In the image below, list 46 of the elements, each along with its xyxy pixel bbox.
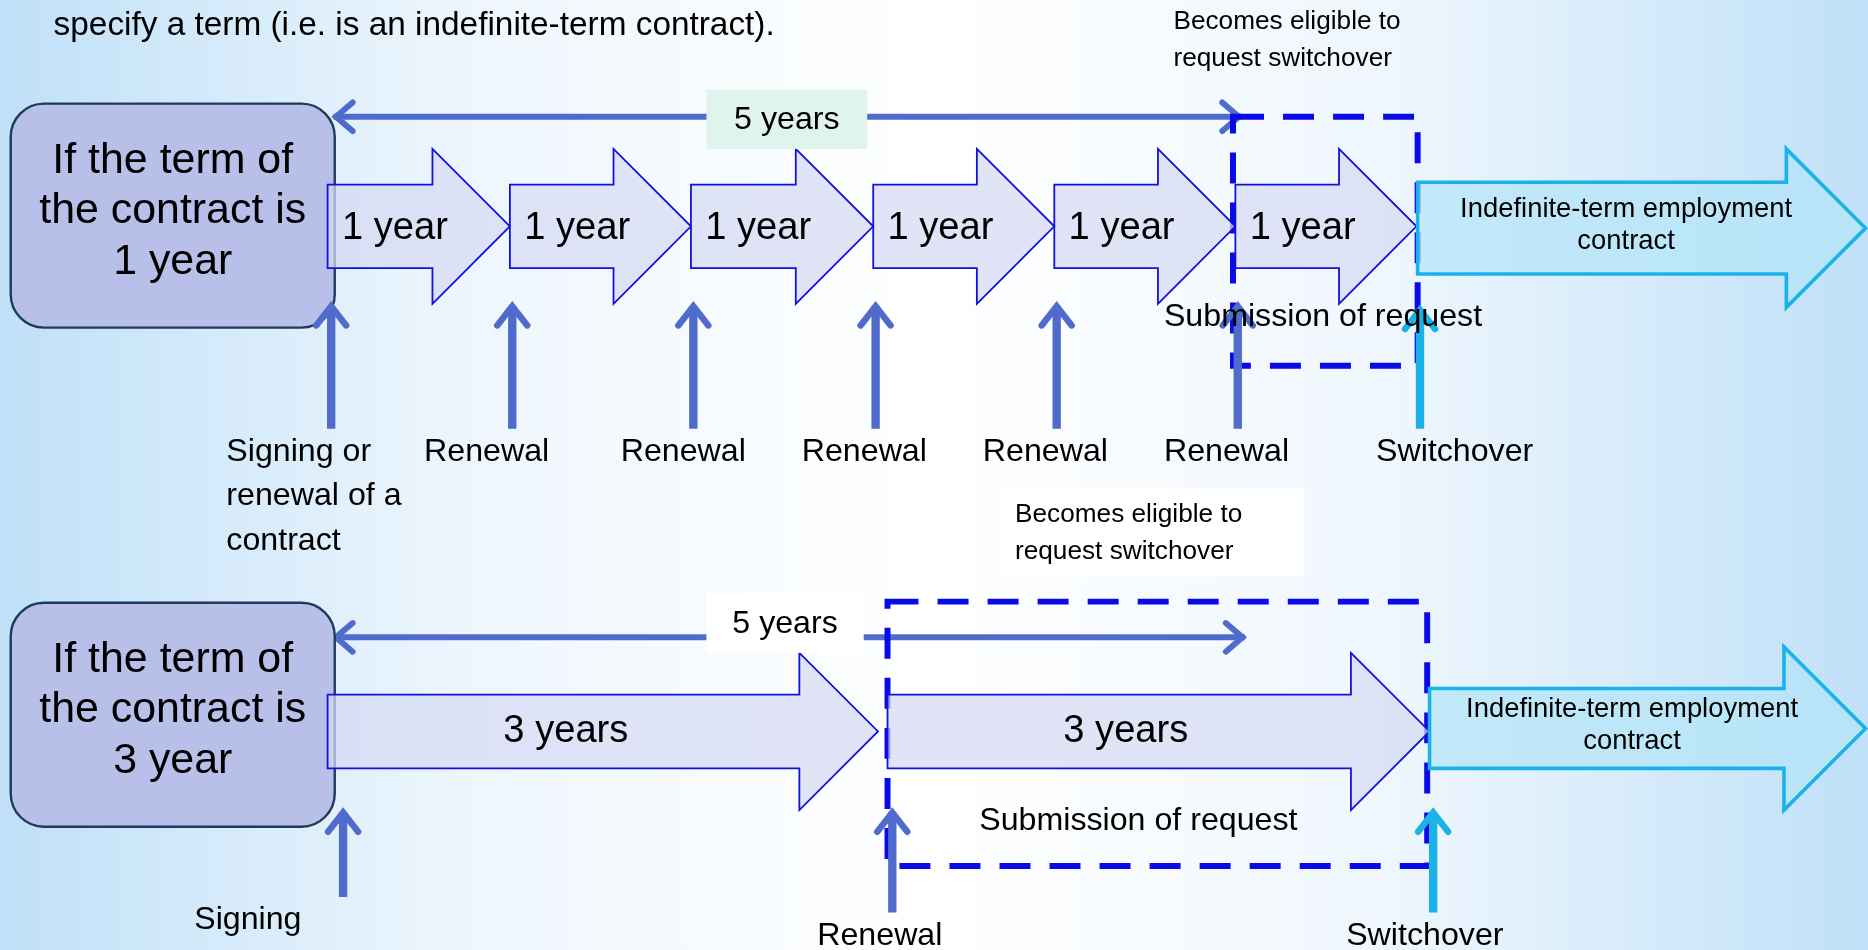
note-text: 5 years	[706, 593, 864, 653]
period-label: 1 year	[705, 204, 812, 250]
event-label: Renewal	[1163, 428, 1310, 472]
note-text: Becomes eligible to request switchover	[1173, 3, 1402, 74]
event-label: Switchover	[1346, 912, 1531, 950]
event-label: Renewal	[801, 428, 948, 472]
note-text: 5 years	[706, 89, 868, 149]
note-text: Submission of request	[979, 800, 1299, 840]
period-block	[690, 148, 874, 304]
event-label: Renewal	[424, 428, 570, 472]
period-block	[1054, 148, 1236, 304]
period-label: Indefinite-term employment contract	[1459, 191, 1794, 257]
period-block	[509, 148, 691, 304]
up-arrow	[1414, 809, 1452, 913]
period-block	[327, 652, 878, 811]
period-label: 1 year	[1068, 204, 1175, 250]
event-label: Signing or renewal of a contract	[226, 428, 417, 563]
event-label: Renewal	[620, 428, 766, 472]
up-arrow	[1401, 306, 1439, 429]
period-label: 3 years	[502, 707, 630, 753]
event-label: Renewal	[982, 428, 1129, 472]
up-arrow	[494, 302, 531, 429]
period-block	[327, 148, 510, 304]
period-label: 3 years	[1062, 707, 1190, 753]
event-label: Switchover	[1375, 428, 1561, 472]
up-arrow	[1038, 302, 1075, 429]
period-label: 1 year	[887, 204, 994, 250]
term-box	[9, 601, 336, 828]
period-label: Indefinite-term employment contract	[1465, 692, 1800, 757]
event-label: Renewal	[817, 912, 963, 950]
period-label: 1 year	[524, 204, 631, 250]
box-title: If the term of the contract is 3 year	[38, 632, 308, 785]
up-arrow	[675, 302, 712, 429]
up-arrow	[874, 809, 911, 913]
period-label: 1 year	[1249, 204, 1356, 250]
up-arrow	[324, 809, 362, 898]
up-arrow	[857, 302, 894, 429]
note-text: specify a term (i.e. is an indefinite-term contract).	[53, 3, 776, 44]
period-label: 1 year	[341, 204, 448, 250]
up-arrow	[1219, 302, 1256, 429]
period-block	[1235, 148, 1417, 304]
up-arrow	[312, 302, 350, 429]
event-label: Signing	[194, 897, 326, 940]
box-title: If the term of the contract is 1 year	[38, 133, 308, 286]
period-block	[873, 148, 1055, 304]
term-box	[9, 102, 336, 329]
